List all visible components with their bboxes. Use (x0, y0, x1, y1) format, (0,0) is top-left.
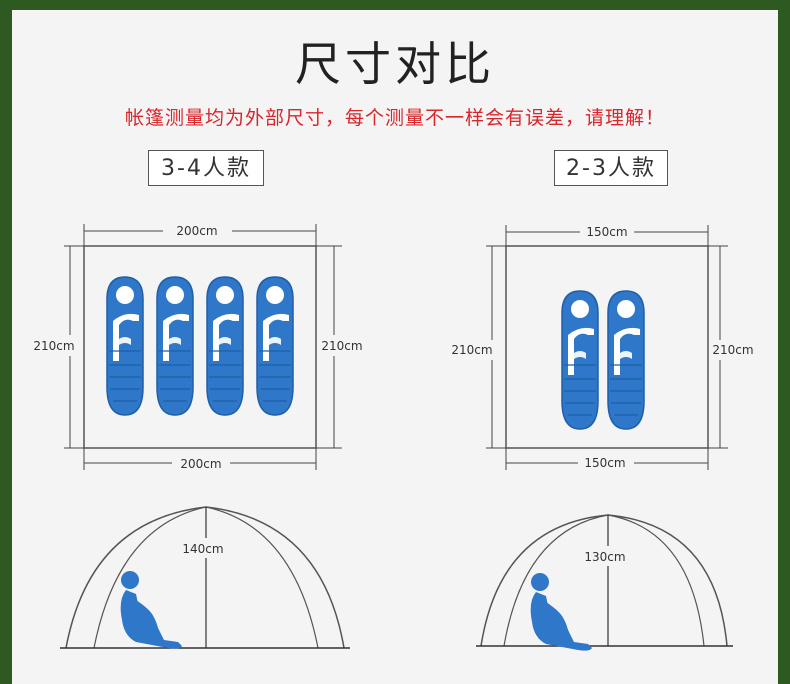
sleeping-bag-icon (206, 276, 244, 416)
sleeping-bag-icon (607, 290, 645, 430)
sleeping-bag-icon (561, 290, 599, 430)
dimension-bottom-small: 150cm (584, 456, 625, 470)
page-title: 尺寸对比 (295, 37, 495, 91)
tent-side-view-small: 130cm (476, 514, 733, 651)
model-label-large: 3-4人款 (148, 150, 264, 186)
floor-outline-large (83, 245, 317, 449)
measurement-notice: 帐篷测量均为外部尺寸，每个测量不一样会有误差，请理解！ (124, 107, 665, 129)
sleeping-bag-icon (256, 276, 294, 416)
dimension-right-small: 210cm (712, 343, 753, 357)
dimension-top-large: 200cm (176, 224, 217, 238)
height-label-large: 140cm (182, 542, 223, 556)
sitting-person-icon (530, 573, 592, 651)
sleeping-bag-icon (106, 276, 144, 416)
dimension-top-small: 150cm (586, 225, 627, 239)
model-label-small: 2-3人款 (554, 150, 668, 186)
dimension-bottom-large: 200cm (180, 457, 221, 471)
dimension-left-large: 210cm (33, 339, 74, 353)
sleeping-bag-icon (156, 276, 194, 416)
sitting-person-icon (120, 571, 182, 649)
dimension-left-small: 210cm (451, 343, 492, 357)
dimension-right-large: 210cm (321, 339, 362, 353)
height-label-small: 130cm (584, 550, 625, 564)
floor-outline-small (505, 245, 709, 449)
tent-side-view-large: 140cm (60, 506, 350, 649)
